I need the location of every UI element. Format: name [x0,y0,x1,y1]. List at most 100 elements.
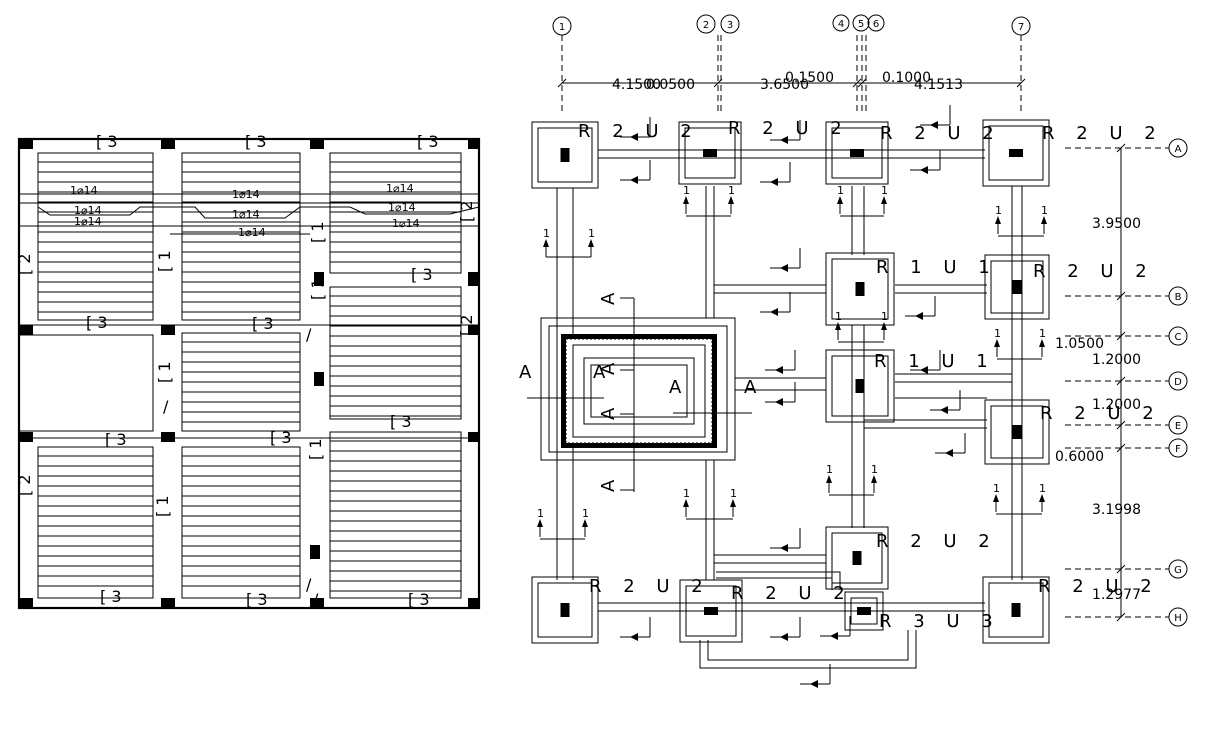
section-mark: A [598,479,619,492]
footing-label: R 2 U 2 [1033,261,1155,282]
section-mark: A [593,362,606,383]
footing-label: R 2 U 2 [1038,576,1160,597]
footing-label: R 3 U 3 [879,611,1001,632]
dimension-label: 0.0500 [646,77,695,93]
column-stub [1009,149,1023,157]
column-stub [857,607,871,615]
slab-panel [329,152,462,274]
beam-mark: 1 [881,184,888,197]
column-stub [704,607,718,615]
bar-tag: [ 2 [15,253,34,275]
bar-label: 1⌀14 [392,217,420,230]
dimension-label: 0.1500 [785,70,834,86]
footing-labels: R 2 U 2 R 2 U 2 R 2 U 2 R 2 U 2 R 1 U 1 … [578,118,1162,632]
slab-panel [329,286,462,420]
svg-text:4: 4 [838,19,844,30]
central-pit [540,317,736,461]
axis-label: E [1175,421,1181,432]
dimension-label: 0.6000 [1055,449,1104,465]
bar-tag: [ 3 [408,590,430,609]
axis-marker: 4 [832,14,850,32]
axis-label: G [1174,565,1182,576]
slab-panel [37,446,154,599]
footing [825,526,889,590]
column-stub [850,149,864,157]
slab-panel [181,446,301,599]
bar-tag: [ 1 [306,438,325,460]
axis-marker [1168,607,1188,627]
dimension-label: 3.6500 [760,77,809,93]
bar-tag: [ 2 [457,314,476,336]
slab-panels [18,152,462,599]
svg-text:7: 7 [1018,22,1024,33]
axis-marker: 5 [852,14,870,32]
axis-label: B [1175,292,1182,303]
bar-tag: [ 1 [153,495,172,517]
bar-tag: [ 3 [417,132,439,151]
column-stub [1012,280,1022,294]
top-dimension-chain: 4.1500 0.0500 3.6500 0.1500 0.1000 4.151… [557,70,1026,93]
footing-label: R 2 U 2 [1040,403,1162,424]
footing [531,121,599,189]
bar-tag: [ 1 [308,221,327,243]
section-marks: A A A A A A A A [519,292,757,492]
bar-tag: [ 2 [15,474,34,496]
column-stub [1011,603,1021,617]
footing-label: R 1 U 1 [874,351,996,372]
foundation-plan: 1 2 3 4 5 6 7 4.1500 0.0500 3.6500 [519,14,1188,688]
bar-tag: [ 1 [155,250,174,272]
footing [844,591,884,631]
footing [825,252,895,326]
axis-marker: 2 [696,14,716,34]
footing [982,119,1050,187]
dimension-label: 1.2977 [1092,587,1141,603]
beam-mark: 1 [537,507,544,520]
slab-panel [37,152,154,321]
section-mark: A [669,377,682,398]
beam-mark: 1 [1039,482,1046,495]
footing-label: R 2 U 2 [880,123,1002,144]
bar-labels: 1⌀14 1⌀14 1⌀14 1⌀14 1⌀14 1⌀14 1⌀14 1⌀14 … [70,182,420,239]
slash-tag: / [306,575,312,594]
beam-mark: 1 [683,184,690,197]
beam-mark: 1 [994,327,1001,340]
svg-text:2: 2 [703,20,709,31]
slab-reinforcement-plan: 1⌀14 1⌀14 1⌀14 1⌀14 1⌀14 1⌀14 1⌀14 1⌀14 … [15,132,481,610]
bar-tag: [ 3 [96,132,118,151]
column-stub [560,148,570,162]
bar-label: 1⌀14 [238,226,266,239]
bar-tag: [ 3 [245,132,267,151]
bar-tag: [ 2 [457,200,476,222]
section-mark: A [598,407,619,420]
axis-label: F [1175,444,1181,455]
dimension-label: 3.9500 [1092,216,1141,232]
bar-label: 1⌀14 [386,182,414,195]
footing-label: R 2 U 2 [731,583,853,604]
bar-label: 1⌀14 [74,204,102,217]
footing-label: R 1 U 1 [876,257,998,278]
opening [18,334,154,432]
bar-tag: [ 1 [155,361,174,383]
bar-tag: [ 1 [308,278,327,300]
axis-marker [1168,326,1188,346]
axis-label: C [1175,332,1182,343]
beam-mark: 1 [993,482,1000,495]
reinforcement-tags: [ 3 [ 3 [ 3 [ 3 [ 3 [ 3 [ 3 [ 3 [ 3 [ 3 … [15,132,476,609]
side-dimension-chain: 3.9500 1.0500 1.2000 1.2000 0.6000 3.199… [1055,148,1141,617]
beam-mark: 1 [835,310,842,323]
footings [531,119,1050,644]
axis-label: H [1174,613,1182,624]
footing [531,576,599,644]
tie-beams [556,149,1023,669]
axis-marker: 7 [1011,16,1031,36]
footing [984,254,1050,320]
dimension-label: 1.2000 [1092,397,1141,413]
bar-tag: [ 3 [100,587,122,606]
beam-mark: 1 [683,487,690,500]
slash-tag: / [306,325,312,344]
footing [825,349,895,423]
bar-label: 1⌀14 [70,184,98,197]
dimension-label: 3.1998 [1092,502,1141,518]
beam-mark: 1 [1041,204,1048,217]
